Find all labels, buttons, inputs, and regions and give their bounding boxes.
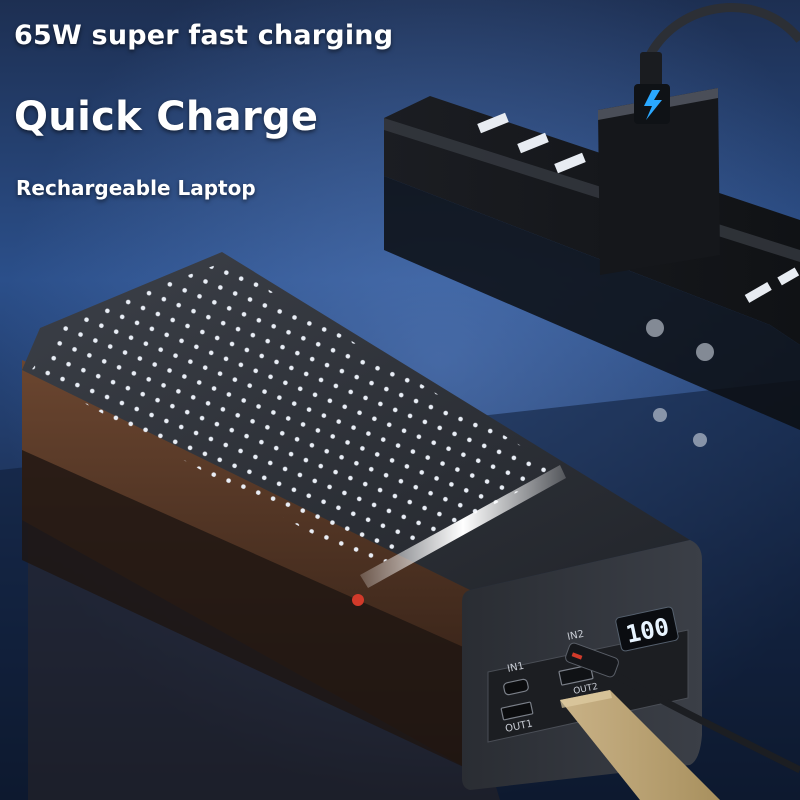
led-display: 100 <box>615 606 679 652</box>
power-strip-outlets <box>646 319 714 447</box>
fabric-strap <box>560 690 720 800</box>
wall-charger <box>598 3 800 275</box>
headline-quick-charge: Quick Charge <box>14 94 319 140</box>
usb-a-port-out1 <box>500 701 534 721</box>
power-strip-sockets <box>477 112 800 303</box>
power-bank-light-strip <box>360 465 566 588</box>
headline-fast-charging: 65W super fast charging <box>14 20 394 51</box>
power-bank-side-lower <box>22 450 470 770</box>
headline-rechargeable-laptop: Rechargeable Laptop <box>16 176 256 200</box>
usb-a-port-out2 <box>558 664 594 686</box>
usb-cable <box>565 642 800 774</box>
usb-c-port-in1 <box>503 678 529 696</box>
port-label-in2: IN2 <box>566 629 585 643</box>
port-label-in1: IN1 <box>506 661 525 675</box>
power-strip <box>384 96 800 447</box>
power-bank-accent-light <box>352 594 364 606</box>
port-panel: IN1 OUT1 IN2 OUT2 <box>487 629 689 743</box>
